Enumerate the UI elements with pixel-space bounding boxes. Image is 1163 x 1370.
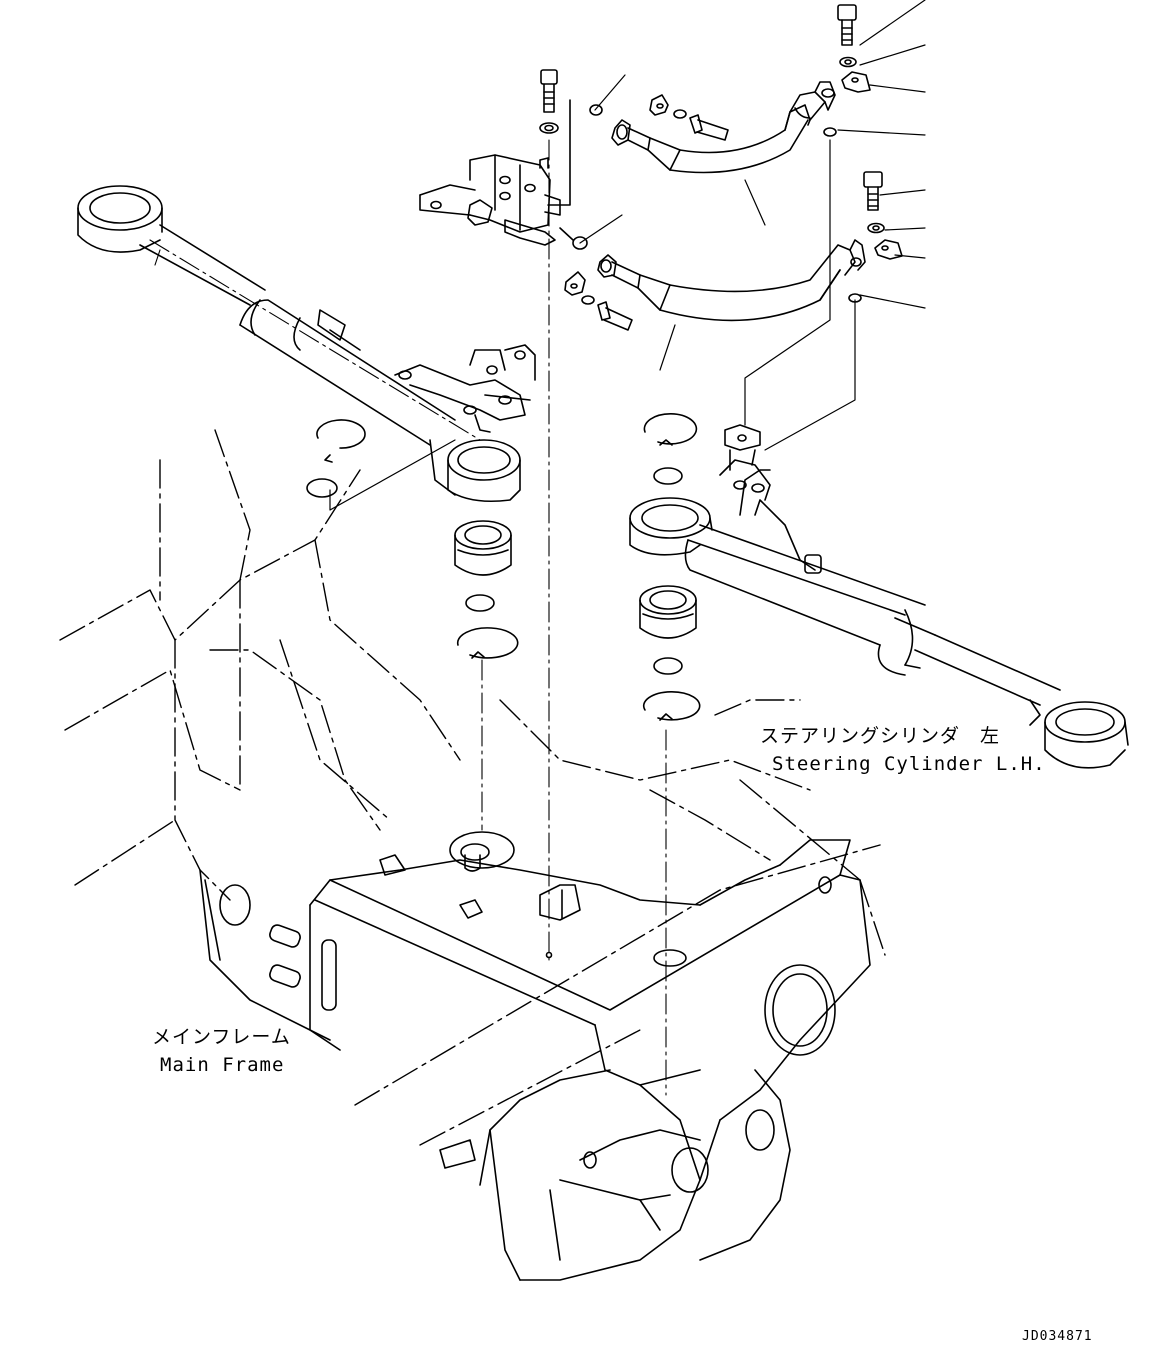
main-frame-label-jp: メインフレーム: [152, 1026, 291, 1048]
steering-cylinder-left: [629, 424, 1129, 769]
hose-upper: [611, 81, 836, 174]
pin-stack-left: [306, 419, 519, 831]
main-frame-label-en: Main Frame: [160, 1054, 284, 1076]
leader-lines: [329, 0, 926, 511]
valve-block: [419, 154, 561, 246]
drawing-number: JD034871: [1022, 1329, 1093, 1344]
main-frame-outline: [59, 429, 886, 1146]
frame-bolt-hole: [545, 951, 553, 959]
steering-cylinder-label-en: Steering Cylinder L.H.: [772, 753, 1046, 775]
pin-stack-right: [639, 413, 701, 1096]
steering-cylinder-label-jp: ステアリングシリンダ 左: [760, 725, 1000, 747]
labels: ステアリングシリンダ 左 Steering Cylinder L.H. メインフ…: [152, 725, 1093, 1344]
steering-cylinder-right: [77, 185, 536, 503]
main-frame-body: [199, 839, 871, 1281]
frame-pin-boss: [449, 831, 581, 921]
hose-clamp-lower: [564, 271, 633, 331]
hose-bolts-right: [823, 4, 903, 303]
o-rings-valve: [547, 99, 603, 250]
hose-clamp-upper: [649, 94, 729, 141]
hose-lower: [597, 239, 866, 322]
axis-line-right: [149, 239, 481, 441]
valve-bolt: [539, 69, 559, 134]
